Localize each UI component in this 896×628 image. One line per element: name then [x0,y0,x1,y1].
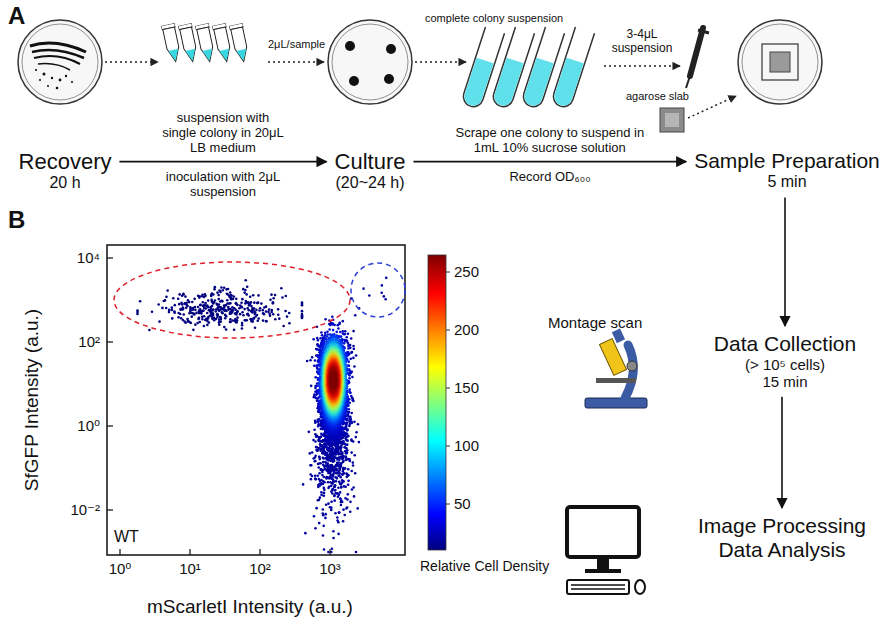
figure: Recovery20 hCulture(20~24 h)Sample Prepa… [0,0,896,628]
